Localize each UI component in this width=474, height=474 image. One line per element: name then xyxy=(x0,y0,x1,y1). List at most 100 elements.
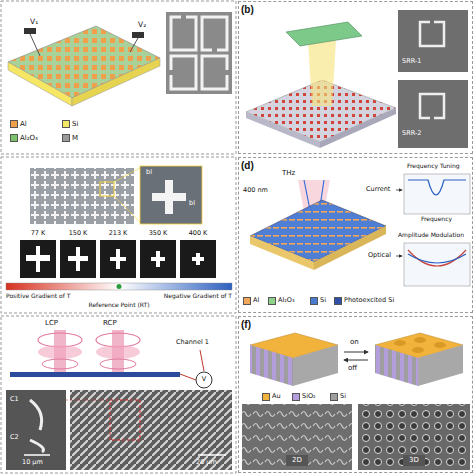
legend-item: Au xyxy=(262,393,281,401)
figure-label: on xyxy=(350,338,359,346)
figure-label: V₁ xyxy=(30,18,38,27)
figure-label: Frequency Tuning xyxy=(407,163,460,170)
sem-image xyxy=(166,12,232,94)
detector-setup xyxy=(96,345,140,359)
figure-label: Optical xyxy=(368,252,391,259)
detector-setup xyxy=(42,359,78,369)
legend-swatch xyxy=(330,393,338,401)
sem-image xyxy=(398,80,468,148)
panel-frame xyxy=(1,157,236,313)
response-plot xyxy=(408,180,466,195)
figure-label: 213 K xyxy=(109,230,128,237)
legend-item: Si xyxy=(62,120,78,128)
reconfigurable-block xyxy=(250,333,463,386)
figure-label: 20 μm xyxy=(196,459,217,466)
response-plot xyxy=(404,174,470,214)
figure-label: Channel 1 xyxy=(176,339,209,346)
figure-label: Amplitude Modulation xyxy=(398,232,464,239)
legend-item: SiO₂ xyxy=(292,393,316,401)
figure-label: Positive Gradient of T xyxy=(6,293,70,300)
panel-frame xyxy=(1,1,236,154)
figure-label: Optical xyxy=(368,252,391,259)
metasurface-board xyxy=(286,22,362,46)
figure-label: Frequency xyxy=(421,216,452,223)
legend-swatch xyxy=(10,134,18,142)
detector-setup xyxy=(38,333,82,347)
metasurface-board xyxy=(250,236,314,270)
sem-image xyxy=(420,22,444,46)
metasurface-board xyxy=(246,112,320,148)
legend-text: Al xyxy=(253,296,259,304)
figure-label: Current xyxy=(366,186,390,193)
sem-image xyxy=(181,15,186,20)
detector-setup xyxy=(200,350,204,371)
legend-item: Photoexcited Si xyxy=(334,297,394,305)
thermal-image-series xyxy=(192,257,204,261)
thermal-image-series xyxy=(100,240,136,278)
legend-item: Al₂O₃ xyxy=(268,297,295,305)
legend-swatch xyxy=(243,297,251,305)
figure-label: 3D xyxy=(409,456,419,464)
figure-label: Positive Gradient of T xyxy=(6,293,70,300)
sem-image xyxy=(242,404,470,470)
voltage-probe xyxy=(30,34,40,56)
sem-image xyxy=(398,10,468,72)
figure-label: Reference Point (RT) xyxy=(88,302,149,309)
figure-label: Reference Point (RT) xyxy=(88,302,149,309)
voltage-probe xyxy=(130,38,138,52)
legend-item: Al xyxy=(243,297,259,305)
sem-image xyxy=(24,454,50,456)
metasurface-board xyxy=(250,200,386,262)
reconfigurable-block xyxy=(434,342,446,348)
figure-label: V₁ xyxy=(30,18,38,27)
response-plot xyxy=(396,174,470,286)
sem-image xyxy=(169,70,174,75)
sem-image xyxy=(224,70,229,75)
sem-image xyxy=(212,47,217,52)
response-plot xyxy=(396,190,402,191)
reconfigurable-block xyxy=(375,345,418,386)
detector-setup xyxy=(38,345,82,359)
figure-label: 350 K xyxy=(149,230,168,237)
figure-label: V xyxy=(202,376,206,383)
figure-label: Frequency xyxy=(421,216,452,223)
sem-image xyxy=(70,390,232,470)
thermal-image-series xyxy=(110,257,126,261)
thermal-image-series xyxy=(60,240,96,278)
sem-image xyxy=(30,168,134,224)
figure-label: V₂ xyxy=(138,21,146,30)
legend-text: SiO₂ xyxy=(302,392,316,400)
sem-image xyxy=(286,455,308,466)
reconfigurable-block xyxy=(414,337,426,343)
figure-label: 2D xyxy=(292,456,302,464)
sem-image xyxy=(198,454,226,456)
metasurface-board xyxy=(308,40,336,106)
figure-label: 400 nm xyxy=(243,187,268,194)
figure-label: off xyxy=(348,364,357,372)
legend-item: Si xyxy=(310,297,326,305)
response-plot xyxy=(396,256,402,257)
response-plot xyxy=(408,254,466,263)
figure-label: SRR-1 xyxy=(402,58,421,65)
figure-label: C2 xyxy=(10,434,19,441)
legend-swatch xyxy=(262,393,270,401)
figure-label: SRR-2 xyxy=(402,130,421,137)
legend-swatch xyxy=(62,120,70,128)
figure-label: SRR-2 xyxy=(402,130,421,137)
figure-label: 400 K xyxy=(189,230,208,237)
figure-label: bl xyxy=(189,200,195,207)
metasurface-board xyxy=(8,26,160,106)
sem-image xyxy=(403,455,425,466)
sem-image xyxy=(114,168,140,182)
legend-text: Al xyxy=(20,120,27,128)
sem-image xyxy=(430,20,434,25)
temperature-gradient-bar xyxy=(6,283,232,290)
reconfigurable-block xyxy=(293,345,338,386)
sem-image xyxy=(420,94,444,118)
thermal-image-series xyxy=(26,255,50,261)
thermal-image-series xyxy=(140,240,176,278)
sem-image xyxy=(202,56,227,89)
figure-label: 3D xyxy=(409,456,419,464)
legend-item: Si xyxy=(330,393,346,401)
